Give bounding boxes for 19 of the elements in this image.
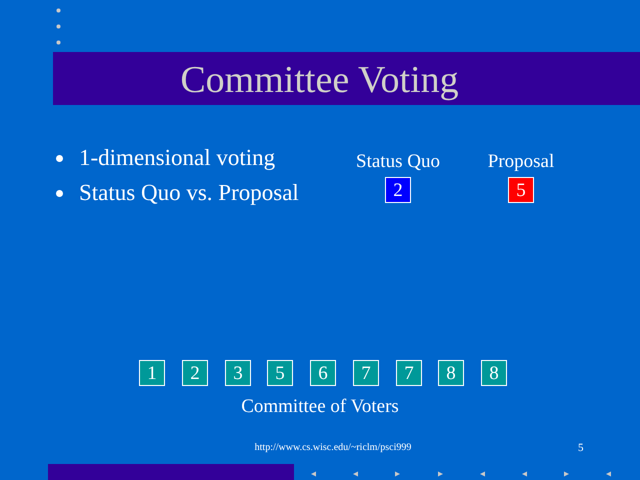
tile-heading: Proposal — [488, 151, 554, 174]
value-tile: 2 — [385, 177, 411, 203]
page-number: 5 — [578, 442, 584, 454]
voter-tile: 7 — [396, 360, 422, 386]
voter-tile: 7 — [353, 360, 379, 386]
group-caption: Committee of Voters — [240, 396, 400, 418]
bullet-text: Status Quo vs. Proposal — [79, 180, 299, 206]
voter-tile: 3 — [225, 360, 251, 386]
tile-heading: Status Quo — [356, 151, 440, 174]
slide-title: Committee Voting — [179, 60, 460, 100]
voter-tile: 6 — [310, 360, 336, 386]
voter-tile: 2 — [182, 360, 208, 386]
voter-tile: 1 — [139, 360, 165, 386]
voter-tile: 5 — [267, 360, 293, 386]
voter-tile: 8 — [438, 360, 464, 386]
bullet-text: 1-dimensional voting — [79, 145, 276, 171]
voter-tile: 8 — [481, 360, 507, 386]
value-tile: 5 — [508, 177, 534, 203]
footer-url: http://www.cs.wisc.edu/~riclm/psci999 — [254, 442, 412, 454]
